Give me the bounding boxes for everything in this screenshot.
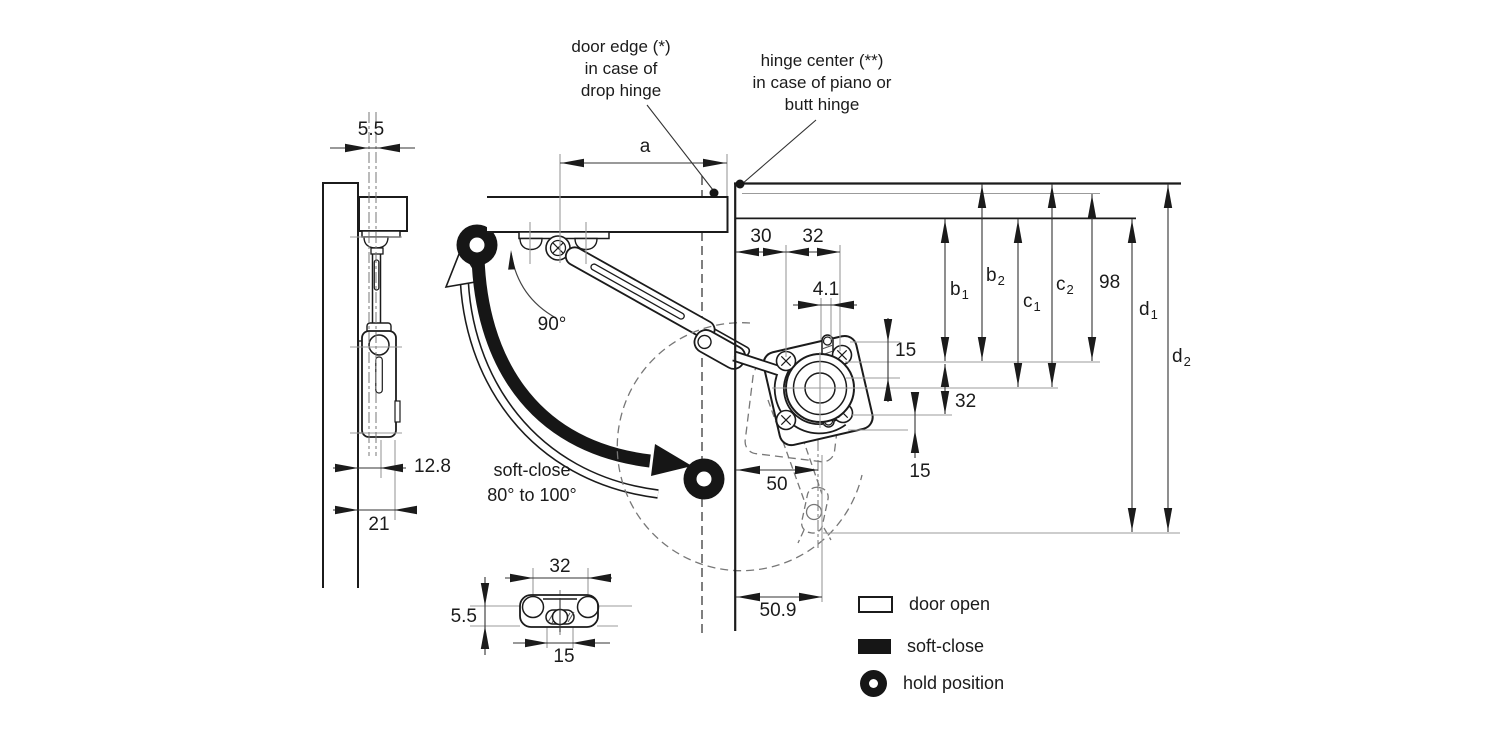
dim-d1-label: d1 [1139, 299, 1158, 322]
side-view [322, 182, 408, 588]
dim-30-label: 30 [750, 226, 772, 247]
soft-close-arc [471, 256, 692, 476]
dim-32-top-label: 32 [802, 226, 824, 247]
pivot-screw-icon [549, 239, 567, 257]
legend-label: door open [909, 594, 991, 614]
door-open-arc [444, 247, 659, 499]
soft-close-note: soft-close 80° to 100° [487, 460, 577, 505]
door-open-arrowhead [444, 247, 483, 289]
dim-c2-label: c2 [1056, 274, 1074, 297]
dim-15-bottom-label: 15 [909, 461, 931, 482]
legend-label: soft-close [907, 636, 985, 656]
hold-position-swatch-icon [860, 670, 887, 697]
mounting-plate-detail [519, 594, 600, 632]
dim-5-5-side-label: 5.5 [357, 119, 385, 140]
legend-item-hold-position: hold position [860, 670, 1004, 697]
door-edge-annotation: door edge (*) in case of drop hinge [571, 37, 671, 100]
dim-4-1-label: 4.1 [812, 279, 840, 300]
door-panel-open [487, 196, 729, 251]
side-view-center-lines [368, 112, 377, 456]
plate-dim-15-label: 15 [553, 646, 575, 667]
dim-b2-label: b2 [986, 265, 1005, 288]
angle-leader-arc [510, 252, 557, 319]
door-edge-dot [709, 188, 719, 198]
extension-lines [470, 154, 1180, 648]
dim-98-label: 98 [1099, 272, 1121, 293]
hinge-center-annotation: hinge center (**) in case of piano or bu… [752, 51, 892, 114]
legend-label: hold position [903, 673, 1005, 693]
dim-c1-label: c1 [1023, 291, 1041, 314]
hold-position-marker-top [456, 224, 498, 266]
dim-a-label: a [639, 136, 651, 157]
plate-dim-5-5-label: 5.5 [450, 606, 477, 627]
plate-dim-32-label: 32 [549, 556, 571, 577]
open-angle-label: 90° [537, 314, 567, 335]
soft-close-arrowhead [651, 444, 692, 476]
legend-item-soft-close: soft-close [858, 636, 984, 657]
legend-item-door-open: door open [858, 594, 990, 615]
dim-b1-label: b1 [950, 279, 969, 302]
stay-arm [545, 235, 751, 370]
door-open-swatch-icon [858, 596, 893, 613]
hinge-center-dot [735, 179, 745, 189]
cabinet-body-lines [734, 182, 1181, 631]
dim-15-top-label: 15 [895, 340, 917, 361]
dim-d2-label: d2 [1172, 346, 1191, 369]
dim-50-9-label: 50.9 [759, 600, 797, 621]
dim-21-label: 21 [368, 514, 390, 535]
hold-position-marker-bottom [683, 458, 725, 500]
label-leaders [646, 104, 817, 198]
dim-32-vertical-label: 32 [955, 391, 977, 412]
dim-12-8-label: 12.8 [414, 456, 451, 477]
soft-close-swatch-icon [858, 639, 891, 654]
dim-50-label: 50 [766, 474, 788, 495]
